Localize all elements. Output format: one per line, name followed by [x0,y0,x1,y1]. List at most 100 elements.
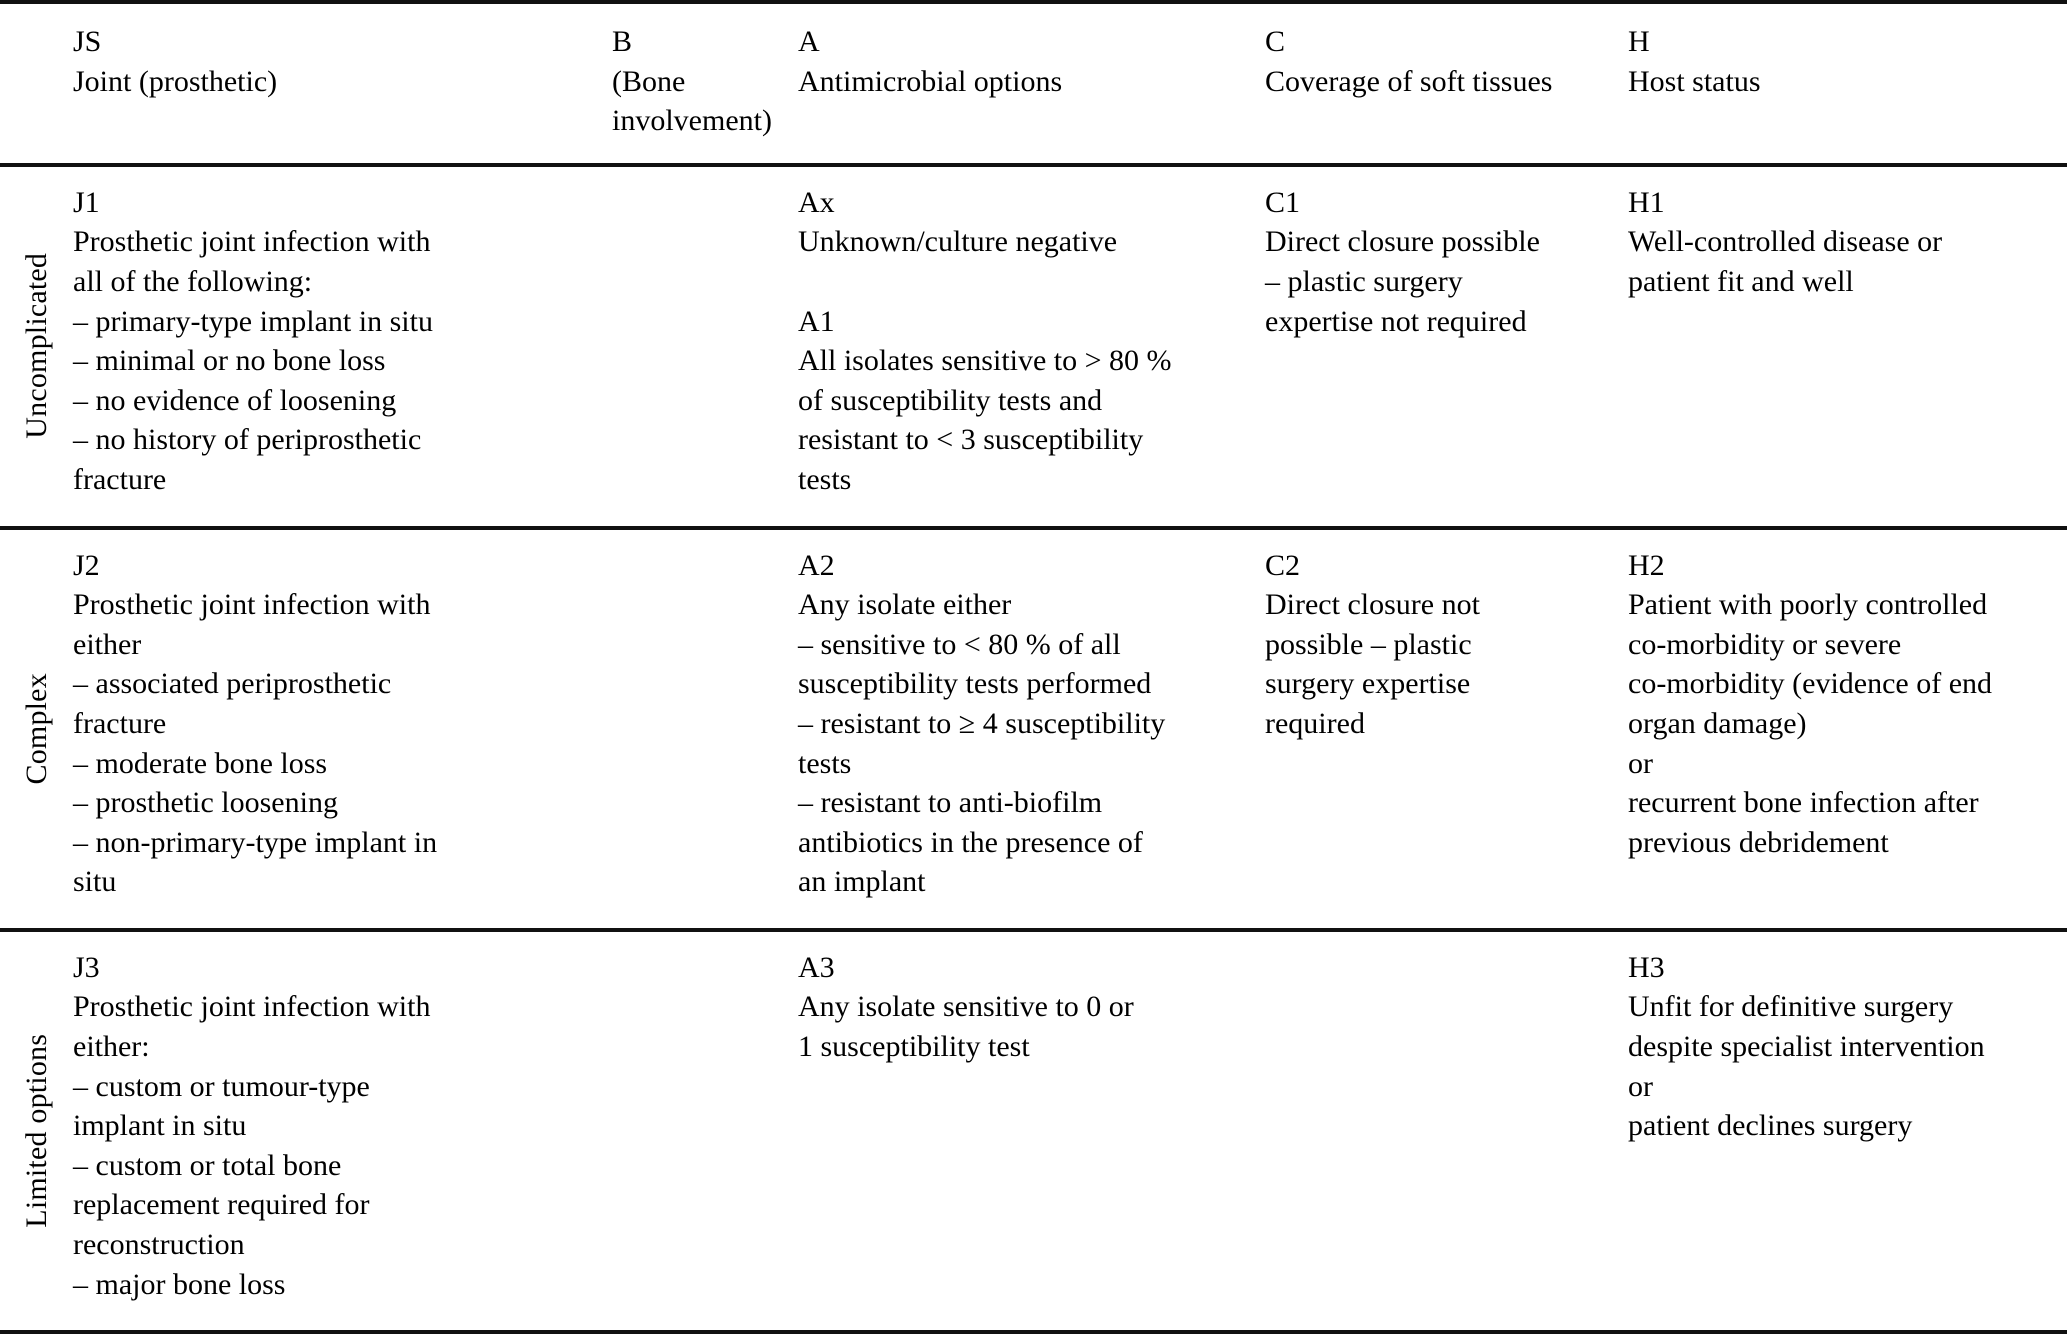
column-header-a: A Antimicrobial options [798,0,1265,167]
cell-text-line: – no history of periprosthetic [73,423,422,457]
cell-text-line: either: [73,1030,150,1064]
cell-text-line: – major bone loss [73,1267,286,1301]
column-name-a: Antimicrobial options [798,64,1063,98]
cell-text-line: resistant to < 3 susceptibility [798,423,1144,457]
column-header-c: C Coverage of soft tissues [1265,0,1628,167]
row-severity-label-wrapper: Uncomplicated [0,167,73,526]
cell-text-line: situ [73,865,117,899]
cell-text-line: implant in situ [73,1109,247,1143]
cell-b-row3 [612,929,798,1334]
cell-text-line: – moderate bone loss [73,746,328,780]
cell-text-line: fracture [73,706,167,740]
cell-text-line: patient fit and well [1628,264,1854,298]
cell-text-line: Unknown/culture negative [798,225,1118,259]
cell-text-line: – custom or total bone [73,1148,342,1182]
row-severity-label-wrapper: Complex [0,530,73,928]
column-name-h: Host status [1628,64,1761,98]
cell-text-line: – resistant to anti-biofilm [798,786,1103,820]
column-header-js: JS Joint (prosthetic) [73,0,612,167]
cell-text-line: or [1628,746,1653,780]
cell-text-line: susceptibility tests performed [798,667,1152,701]
cell-code: C1 [1265,185,1301,219]
cell-code: H1 [1628,185,1665,219]
column-name-c: Coverage of soft tissues [1265,64,1553,98]
cell-text-line: Prosthetic joint infection with [73,225,431,259]
cell-code: A3 [798,950,835,984]
cell-text-line: – sensitive to < 80 % of all [798,627,1121,661]
cell-text-line: replacement required for [73,1188,370,1222]
cell-text-line: Prosthetic joint infection with [73,588,431,622]
row-severity-label-cell: Complex [0,527,73,932]
cell-text-line: – no evidence of loosening [73,383,397,417]
header-rowlabel-spacer [0,0,73,167]
cell-text-line: surgery expertise [1265,667,1471,701]
cell-text-line: Prosthetic joint infection with [73,990,431,1024]
cell-code: C2 [1265,548,1301,582]
cell-text-line: fracture [73,462,167,496]
cell-text-line: Direct closure possible [1265,225,1540,259]
cell-text-line: – plastic surgery [1265,264,1463,298]
table-header-row: JS Joint (prosthetic) B (Bone involvemen… [0,0,2067,167]
column-header-h: H Host status [1628,0,2067,167]
column-header-b: B (Bone involvement) [612,0,798,167]
column-code-h: H [1628,25,1650,58]
cell-text-line: – prosthetic loosening [73,786,338,820]
row-severity-label: Limited options [19,1034,53,1228]
cell-text-line: possible – plastic [1265,627,1472,661]
cell-text-line: co-morbidity (evidence of end [1628,667,1993,701]
column-code-a: A [798,25,820,58]
cell-text-line: previous debridement [1628,825,1889,859]
cell-code: J1 [73,185,100,219]
cell-text-line: despite specialist intervention [1628,1030,1985,1064]
cell-text-line: All isolates sensitive to > 80 % [798,344,1172,378]
cell-text-line: Well-controlled disease or [1628,225,1943,259]
row-severity-label-cell: Uncomplicated [0,164,73,530]
cell-text-line: A1 [798,304,835,338]
cell-text-line: – custom or tumour-type [73,1069,370,1103]
cell-code: Ax [798,185,835,219]
column-name-js: Joint (prosthetic) [73,64,278,98]
column-code-b: B [612,25,633,58]
column-code-c: C [1265,25,1286,58]
cell-blank-line [798,262,1241,302]
cell-code: J3 [73,950,100,984]
cell-text-line: – associated periprosthetic [73,667,392,701]
cell-text-line: reconstruction [73,1228,245,1262]
cell-text-line: either [73,627,142,661]
cell-text-line: Patient with poorly controlled [1628,588,1988,622]
cell-text-line: antibiotics in the presence of [798,825,1143,859]
cell-text-line: tests [798,746,852,780]
cell-text-line: or [1628,1069,1653,1103]
cell-text-line: an implant [798,865,926,899]
cell-text-line: expertise not required [1265,304,1527,338]
cell-text-line: – primary-type implant in situ [73,304,433,338]
cell-code: H3 [1628,950,1665,984]
cell-text-line: – minimal or no bone loss [73,344,386,378]
cell-text-line: recurrent bone infection after [1628,786,1979,820]
cell-text-line: Any isolate sensitive to 0 or [798,990,1134,1024]
row-severity-label: Uncomplicated [19,253,53,440]
cell-text-line: Direct closure not [1265,588,1480,622]
column-name-b: (Bone involvement) [612,64,772,138]
row-severity-label: Complex [19,673,53,785]
cell-text-line: organ damage) [1628,706,1807,740]
cell-text-line: tests [798,462,852,496]
cell-text-line: required [1265,706,1365,740]
cell-text-line: Unfit for definitive surgery [1628,990,1954,1024]
cell-code: J2 [73,548,100,582]
